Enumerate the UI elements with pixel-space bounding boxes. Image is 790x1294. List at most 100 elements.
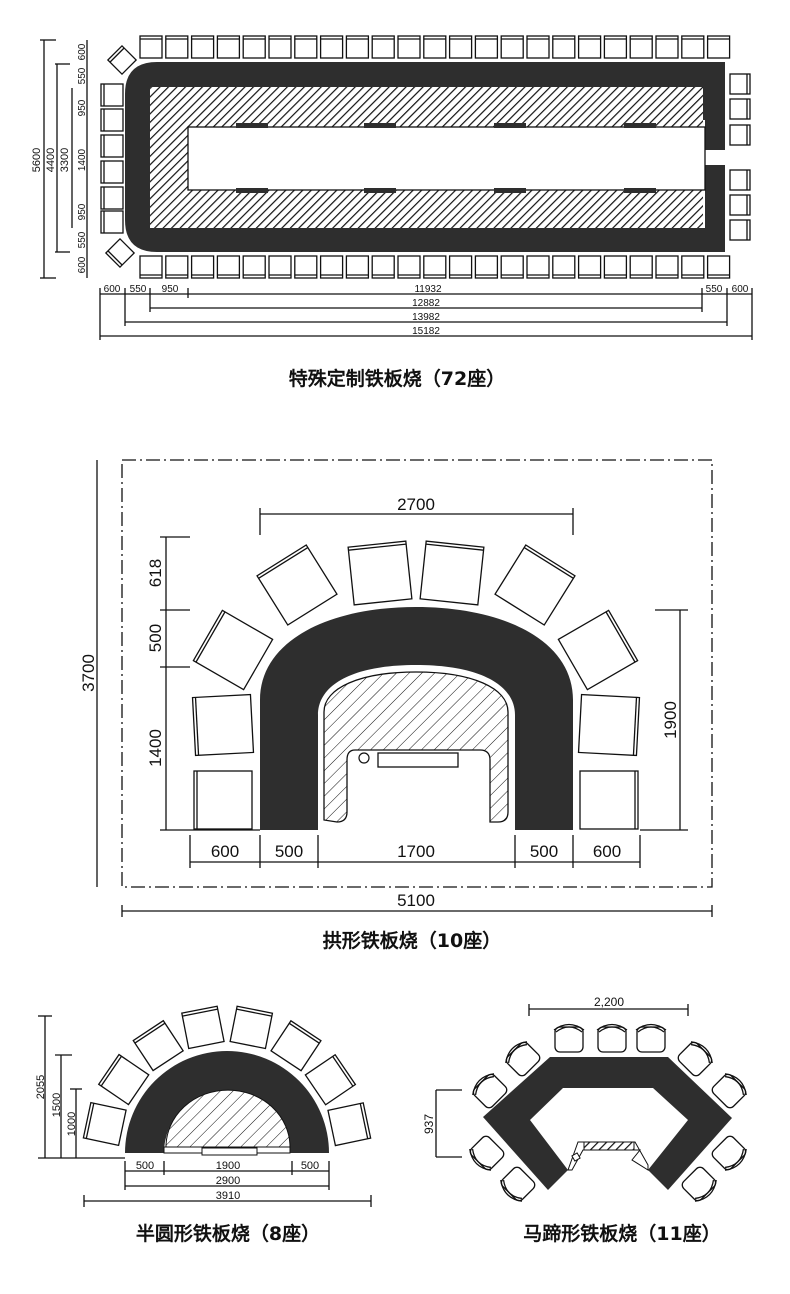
grill-bottom — [364, 188, 396, 193]
chair — [268, 35, 292, 59]
arch-layout: 2700 3700 618 500 1400 1900 600 500 1700… — [79, 459, 713, 952]
dim-label: 600 — [104, 284, 121, 295]
chair — [423, 255, 447, 279]
semicircle-title: 半圆形铁板烧（8座） — [136, 1222, 320, 1245]
dim-label: 500 — [136, 1160, 154, 1172]
chair — [190, 255, 215, 279]
horseshoe-knob — [571, 1152, 581, 1162]
semicircle-layout: 2055 1500 1000 500 1900 500 2900 3910 半圆… — [35, 1005, 372, 1245]
chair — [553, 1023, 585, 1053]
chair — [629, 255, 653, 279]
chair — [397, 255, 421, 279]
chair — [165, 255, 189, 279]
dim-label: 550 — [130, 284, 147, 295]
chair — [191, 693, 255, 757]
dim-label: 500 — [275, 842, 303, 861]
chair — [371, 35, 395, 59]
chair — [448, 255, 473, 279]
chair — [706, 255, 731, 279]
dim-4400: 4400 — [45, 148, 57, 172]
dim-label: 500 — [146, 624, 165, 652]
dim-label: 618 — [146, 559, 165, 587]
chair — [100, 83, 124, 107]
chair — [681, 255, 705, 279]
chair — [552, 35, 576, 59]
chair — [104, 237, 136, 269]
dim-label: 1700 — [397, 842, 435, 861]
chair — [100, 186, 124, 210]
chair — [677, 1041, 713, 1077]
dim-label: 2055 — [35, 1075, 47, 1099]
semicircle-chairs — [82, 1005, 372, 1147]
chair — [596, 1023, 628, 1053]
horseshoe-grill — [583, 1141, 635, 1151]
chair — [106, 44, 138, 76]
arch-hatched-area — [323, 671, 509, 823]
chair — [100, 160, 124, 184]
dim-label: 1400 — [146, 729, 165, 767]
chair — [270, 1019, 322, 1072]
chair — [577, 693, 641, 757]
dim-label: 950 — [162, 284, 179, 295]
horseshoe-dims: 2,200 937 — [422, 995, 689, 1158]
chair — [193, 770, 253, 830]
chair — [371, 255, 395, 279]
dim-3300: 3300 — [59, 148, 71, 172]
chair — [229, 1005, 274, 1050]
dim-label: 550 — [77, 231, 88, 248]
chair — [505, 1041, 541, 1077]
chair — [552, 255, 576, 279]
horseshoe-dim-top: 2,200 — [594, 995, 624, 1009]
chair — [100, 210, 124, 234]
chair — [345, 35, 370, 59]
chair — [729, 169, 751, 191]
chair — [635, 1023, 667, 1053]
grill-top — [236, 123, 268, 128]
dim-label: 15182 — [412, 326, 440, 337]
grill-top — [494, 123, 526, 128]
dim-label: 1000 — [66, 1112, 78, 1136]
chair — [474, 255, 499, 279]
arch-chairs — [191, 540, 641, 830]
dim-label: 1400 — [77, 148, 88, 171]
chair — [100, 108, 124, 132]
special-grills — [236, 123, 656, 193]
special-horizontal-dims: 600 550 950 11932 550 600 12882 13982 15… — [99, 284, 753, 340]
arch-grill — [377, 752, 459, 768]
chair — [729, 73, 751, 95]
chair — [294, 255, 318, 279]
dim-label: 12882 — [412, 298, 440, 309]
semicircle-dims: 2055 1500 1000 500 1900 500 2900 3910 — [35, 1015, 372, 1207]
chair — [494, 544, 576, 626]
arch-dim-height: 3700 — [79, 654, 98, 692]
chair — [139, 255, 163, 279]
arch-room-boundary — [121, 459, 713, 888]
dim-label: 550 — [77, 67, 88, 84]
chair — [729, 124, 751, 146]
chair — [603, 255, 628, 279]
arch-dim-total: 5100 — [397, 891, 435, 910]
horseshoe-chairs — [469, 1023, 747, 1202]
chair — [500, 35, 524, 59]
dim-label: 1900 — [661, 701, 680, 739]
chair — [729, 194, 751, 216]
chair — [181, 1005, 225, 1050]
dim-label: 600 — [211, 842, 239, 861]
chair — [603, 35, 628, 59]
chair — [345, 255, 370, 279]
arch-dims: 2700 3700 618 500 1400 1900 600 500 1700… — [79, 460, 713, 917]
grill-bottom — [236, 188, 268, 193]
chair — [82, 1101, 127, 1147]
chair — [100, 134, 124, 158]
dim-label: 13982 — [412, 312, 440, 323]
chair — [165, 35, 189, 59]
special-vertical-dims: 5600 4400 3300 600 550 950 1400 950 550 … — [31, 39, 88, 279]
arch-grill-knob — [358, 752, 370, 764]
chair — [256, 544, 338, 626]
dim-label: 600 — [732, 284, 749, 295]
horseshoe-counter — [483, 1057, 732, 1190]
chair — [655, 35, 679, 59]
chair — [557, 609, 639, 691]
chair — [711, 1135, 747, 1171]
